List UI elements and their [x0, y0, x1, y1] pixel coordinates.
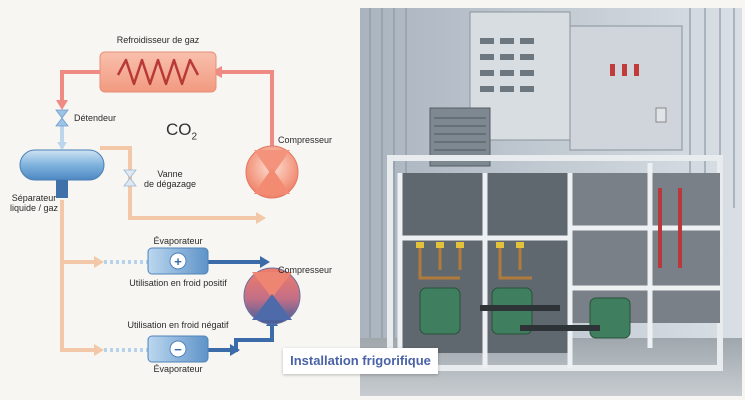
- evaporator-positive-label: Évaporateur: [153, 236, 203, 246]
- co2-subscript: 2: [191, 131, 198, 143]
- evaporator-negative: −: [147, 335, 209, 363]
- gas-cooler-label: Refroidisseur de gaz: [116, 35, 200, 45]
- expansion-valve-label: Détendeur: [74, 113, 117, 123]
- gas-cooler: [99, 51, 217, 93]
- compressor-bottom: [243, 267, 301, 325]
- cool-lines: [104, 260, 148, 352]
- negative-use-label: Utilisation en froid négatif: [127, 320, 229, 330]
- compressor-top: [245, 145, 299, 199]
- arrow-right-icon: [94, 344, 104, 356]
- degassing-valve-label-line2: de dégazage: [143, 179, 197, 190]
- suction-lines: [208, 260, 274, 352]
- coil-icon: [116, 58, 200, 86]
- co2-formula: CO2: [166, 120, 197, 142]
- separator-label-line2: liquide / gaz: [9, 203, 59, 214]
- degassing-valve-label: Vanne de dégazage: [132, 169, 208, 190]
- degassing-valve-label-line1: Vanne: [157, 169, 183, 179]
- evaporator-positive: +: [147, 247, 209, 275]
- liquid-gas-separator: [19, 149, 105, 198]
- refrigeration-circuit-diagram: + −: [19, 51, 301, 363]
- arrow-right-icon: [230, 344, 240, 356]
- arrow-right-icon: [94, 256, 104, 268]
- arrow-down-small-icon: [57, 142, 67, 150]
- co2-text: CO: [166, 120, 192, 139]
- hot-lines: [60, 70, 274, 148]
- minus-icon: −: [174, 342, 182, 357]
- arrow-right-icon: [260, 256, 270, 268]
- compressor-bottom-label: Compresseur: [278, 265, 333, 275]
- separator-label: Séparateur liquide / gaz: [4, 193, 64, 214]
- compressor-top-label: Compresseur: [278, 135, 333, 145]
- photo-caption: Installation frigorifique: [283, 348, 438, 374]
- expansion-valve-icon: [55, 109, 69, 127]
- separator-label-line1: Séparateur: [11, 193, 57, 203]
- evaporator-negative-label: Évaporateur: [153, 364, 203, 374]
- degassing-valve-icon: [123, 169, 137, 187]
- refrigeration-unit-photo: [360, 8, 742, 396]
- positive-use-label: Utilisation en froid positif: [129, 278, 227, 288]
- plus-icon: +: [174, 254, 182, 269]
- arrow-down-icon: [56, 100, 68, 110]
- arrow-right-icon: [256, 212, 266, 224]
